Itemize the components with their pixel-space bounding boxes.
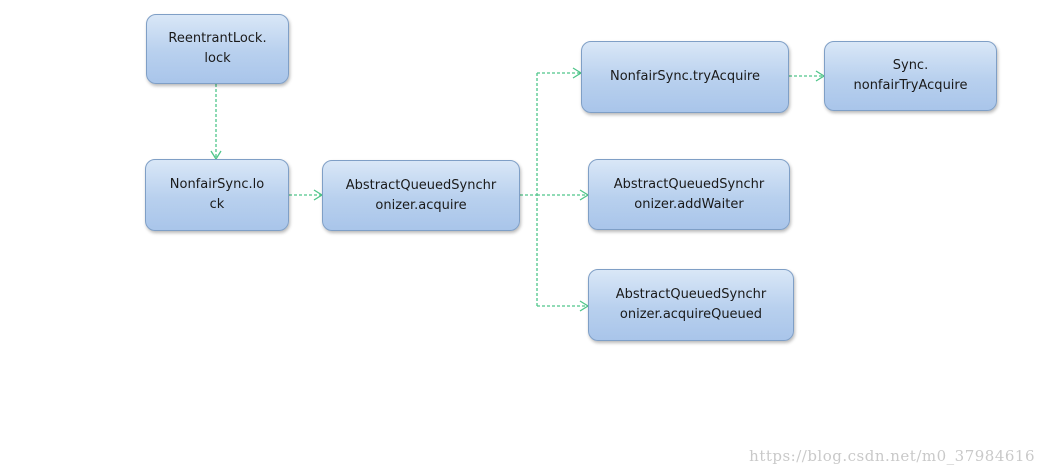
- node-text-line: lock: [204, 51, 231, 66]
- node-text-line: onizer.acquireQueued: [619, 307, 763, 322]
- node-text-line: ReentrantLock.: [168, 31, 267, 46]
- arrow-to-try-acquire: [537, 67, 583, 79]
- arrow-to-add-waiter: [537, 189, 590, 201]
- node-aqs-add-waiter: AbstractQueuedSynchr onizer.addWaiter: [588, 159, 790, 230]
- branch-trunk: [520, 73, 538, 306]
- arrow-reentrant-to-nonfair: [210, 84, 222, 161]
- arrow-to-acquire-queued: [537, 300, 590, 312]
- node-text-line: onizer.addWaiter: [634, 196, 744, 212]
- node-reentrant-lock: ReentrantLock. lock: [146, 14, 289, 84]
- node-sync-nonfair-try-acquire: Sync. nonfairTryAcquire: [824, 41, 997, 111]
- node-text-line: ck: [209, 197, 225, 212]
- arrow-try-to-sync: [789, 70, 826, 82]
- node-text-line: NonfairSync.tryAcquire: [610, 69, 760, 84]
- node-aqs-acquire: AbstractQueuedSynchr onizer.acquire: [322, 160, 520, 231]
- node-aqs-acquire-queued: AbstractQueuedSynchr onizer.acquireQueue…: [588, 269, 794, 341]
- watermark-url: https://blog.csdn.net/m0_37984616: [749, 447, 1035, 465]
- node-nonfair-sync-lock: NonfairSync.lo ck: [145, 159, 289, 231]
- node-nonfair-try-acquire: NonfairSync.tryAcquire: [581, 41, 789, 113]
- node-text-line: onizer.acquire: [375, 197, 467, 213]
- node-text-line: Sync.: [892, 58, 929, 73]
- arrow-nonfair-to-aqs-acquire: [289, 189, 324, 201]
- node-text-line: nonfairTryAcquire: [853, 78, 968, 93]
- node-text-line: NonfairSync.lo: [169, 177, 265, 192]
- node-text-line: AbstractQueuedSynchr: [613, 176, 765, 192]
- node-text-line: AbstractQueuedSynchr: [615, 287, 767, 302]
- node-text-line: AbstractQueuedSynchr: [345, 177, 497, 193]
